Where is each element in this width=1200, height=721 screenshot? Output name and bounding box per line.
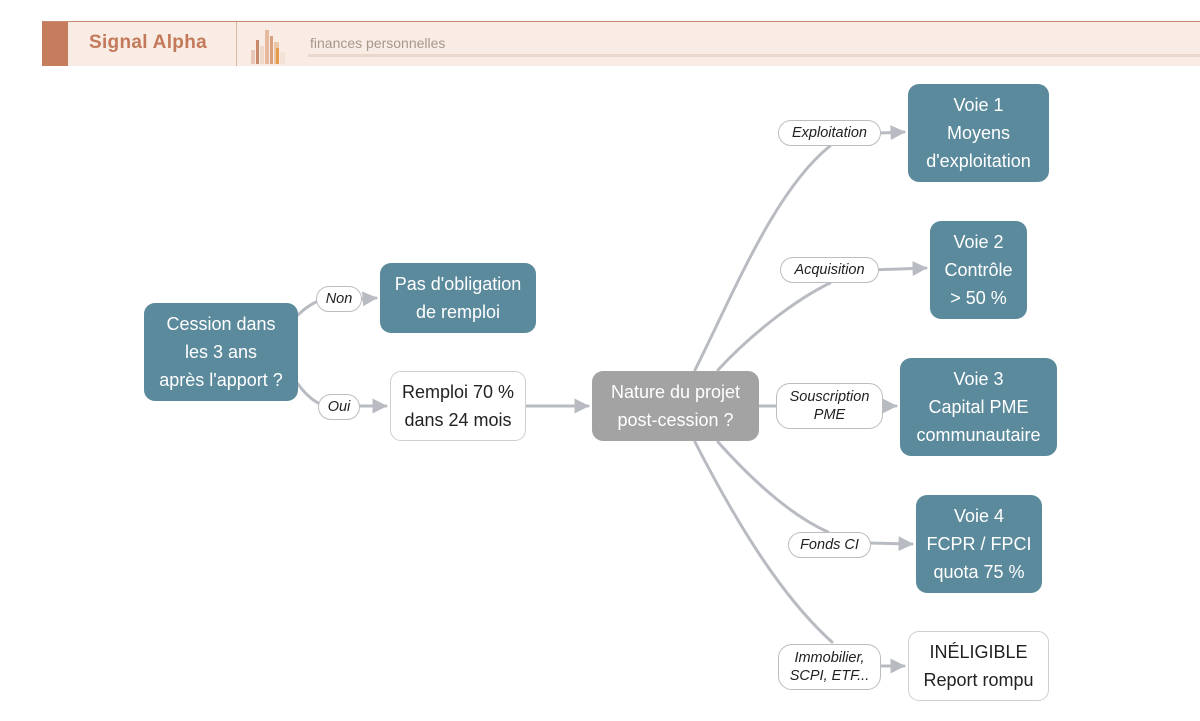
edge-fonds-voie4	[867, 536, 914, 552]
edge-start-oui	[296, 382, 322, 406]
app-header: Signal Alpha finances personnelles	[42, 21, 1200, 66]
node-remploi[interactable]: Remploi 70 % dans 24 mois	[390, 371, 526, 441]
node-voie1[interactable]: Voie 1 Moyens d'exploitation	[908, 84, 1049, 182]
header-accent-bar	[42, 22, 68, 66]
edge-start-non	[296, 299, 320, 317]
edge-label-fonds: Fonds CI	[788, 532, 871, 558]
node-nature-projet[interactable]: Nature du projet post-cession ?	[592, 371, 759, 441]
edge-label-non: Non	[316, 286, 362, 312]
node-ineligible[interactable]: INÉLIGIBLE Report rompu	[908, 631, 1049, 701]
node-voie3[interactable]: Voie 3 Capital PME communautaire	[900, 358, 1057, 456]
edge-acquisition-voie2	[868, 260, 928, 276]
edge-label-acquisition: Acquisition	[780, 257, 879, 283]
edge-label-immobilier: Immobilier, SCPI, ETF...	[778, 644, 881, 690]
edge-nature-acquisition	[716, 281, 832, 372]
brand-name[interactable]: Signal Alpha	[89, 32, 207, 53]
node-voie4[interactable]: Voie 4 FCPR / FPCI quota 75 %	[916, 495, 1042, 593]
node-voie2[interactable]: Voie 2 Contrôle > 50 %	[930, 221, 1027, 319]
edge-nature-exploitation	[693, 144, 832, 372]
edge-non-no-obligation	[359, 291, 378, 307]
node-no-obligation[interactable]: Pas d'obligation de remploi	[380, 263, 536, 333]
node-cession[interactable]: Cession dans les 3 ans après l'apport ?	[144, 303, 298, 401]
edge-label-exploitation: Exploitation	[778, 120, 881, 146]
edge-exploitation-voie1	[878, 125, 906, 141]
edge-nature-fonds	[716, 440, 830, 534]
header-subtitle: finances personnelles	[310, 35, 446, 51]
bar-chart-logo-icon	[251, 30, 285, 64]
edge-label-souscription: Souscription PME	[776, 383, 883, 429]
header-separator	[236, 22, 237, 66]
edge-nature-immobilier	[693, 440, 834, 644]
edge-label-oui: Oui	[318, 394, 360, 420]
header-underline	[308, 54, 1200, 57]
